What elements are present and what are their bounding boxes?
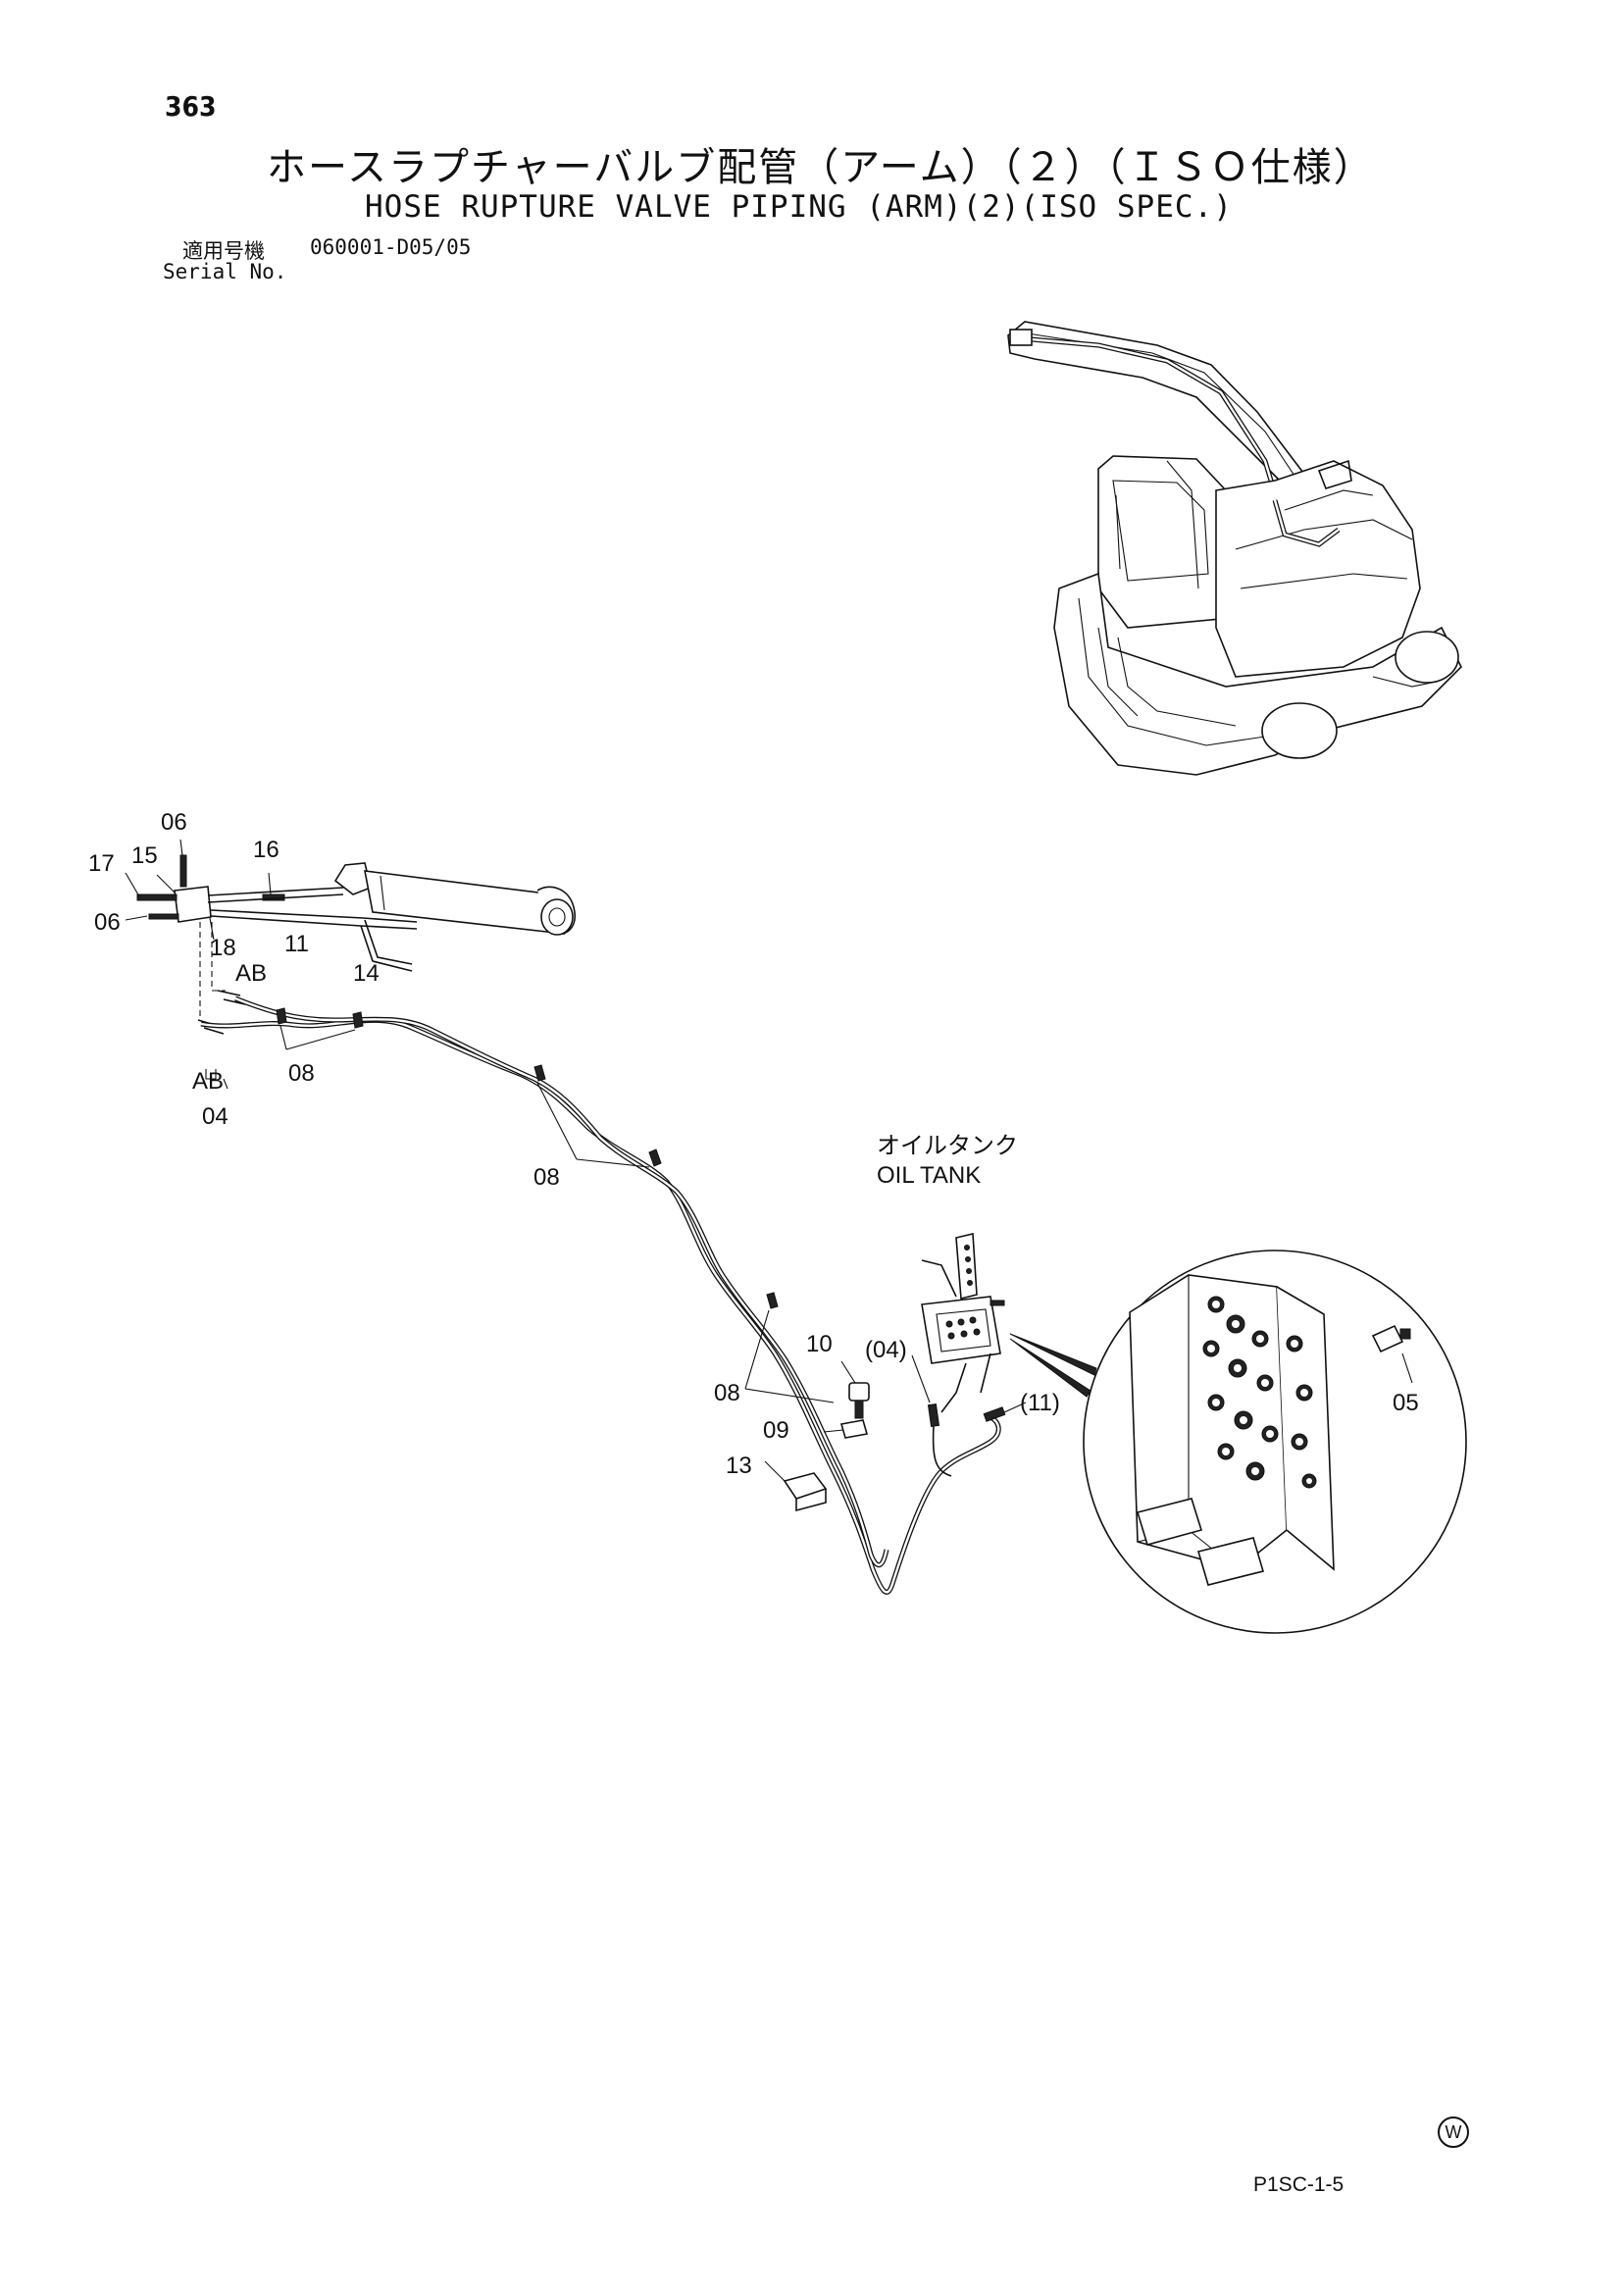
callout-08-left: 08 bbox=[288, 1060, 315, 1087]
callout-08-lower: 08 bbox=[714, 1380, 740, 1406]
control-valve-detail-drawing bbox=[1009, 1250, 1467, 1634]
title-japanese: ホースラプチャーバルブ配管（アーム）（２）（ＩＳＯ仕様） bbox=[267, 145, 1375, 190]
callout-04-reference: (04) bbox=[865, 1337, 907, 1363]
excavator-overview-drawing bbox=[1007, 321, 1462, 776]
callout-11-reference: (11) bbox=[1020, 1390, 1060, 1416]
callout-10: 10 bbox=[806, 1331, 833, 1357]
callout-06-left: 06 bbox=[94, 909, 121, 936]
callout-ab-upper: AB bbox=[235, 960, 267, 987]
arm-cylinder-drawing bbox=[136, 854, 576, 1035]
callout-09: 09 bbox=[763, 1417, 789, 1444]
serial-number-value: 060001-D05/05 bbox=[310, 235, 472, 259]
callout-05: 05 bbox=[1393, 1390, 1419, 1416]
callout-labels: 06 17 15 16 06 18 11 AB 14 AB 08 04 08 0… bbox=[88, 809, 1419, 1479]
serial-label-english: Serial No. bbox=[163, 260, 287, 283]
page-number: 363 bbox=[165, 90, 217, 123]
page-code-reference: P1SC-1-5 bbox=[1253, 2173, 1345, 2196]
callout-08-middle: 08 bbox=[533, 1164, 560, 1191]
w-circle-mark: W bbox=[1438, 2117, 1469, 2148]
control-valve-small-drawing bbox=[921, 1233, 1005, 1413]
callout-13: 13 bbox=[726, 1453, 752, 1479]
callout-ab-lower: AB bbox=[192, 1068, 224, 1095]
callout-15: 15 bbox=[131, 842, 158, 869]
leader-lines bbox=[125, 839, 1413, 1482]
callout-14: 14 bbox=[353, 960, 380, 987]
oil-tank-label-english: OIL TANK bbox=[877, 1162, 981, 1189]
title-english: HOSE RUPTURE VALVE PIPING (ARM)(2)(ISO S… bbox=[365, 189, 1233, 225]
callout-04: 04 bbox=[202, 1103, 228, 1130]
callout-18: 18 bbox=[210, 935, 236, 961]
callout-11: 11 bbox=[284, 931, 309, 957]
callout-06-top: 06 bbox=[161, 809, 187, 836]
callout-17: 17 bbox=[88, 850, 115, 877]
hose-assembly-drawing bbox=[200, 995, 1006, 1595]
oil-tank-label-japanese: オイルタンク bbox=[877, 1132, 1018, 1159]
serial-label-japanese: 適用号機 bbox=[182, 239, 265, 263]
callout-16: 16 bbox=[253, 837, 279, 863]
